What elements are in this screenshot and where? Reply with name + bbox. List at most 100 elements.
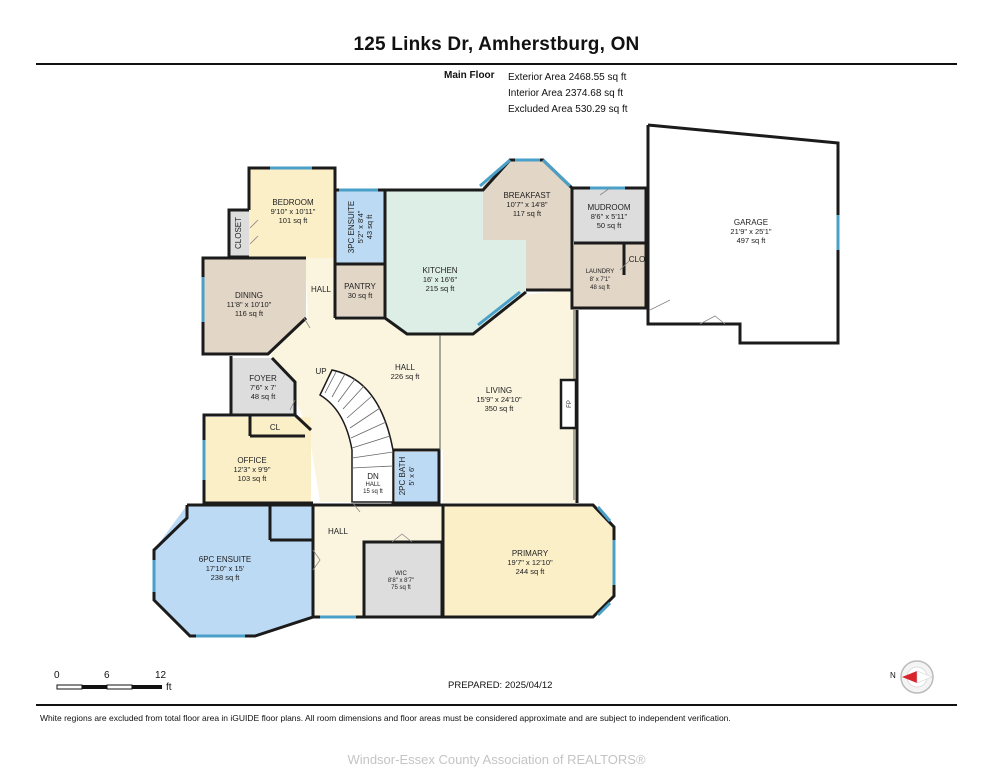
living-name: LIVING — [486, 386, 512, 395]
ensuite3-floor — [336, 190, 384, 264]
interior-area: Interior Area 2374.68 sq ft — [508, 88, 624, 99]
wic-name: WIC — [395, 571, 407, 577]
garage-name: GARAGE — [734, 218, 768, 227]
fireplace-label: FP — [567, 400, 573, 408]
compass-north-label: N — [890, 671, 896, 680]
bedroom-floor — [249, 168, 335, 258]
scale-label-0: 0 — [54, 670, 60, 681]
svg-text:5'2" x 8'4": 5'2" x 8'4" — [356, 210, 365, 243]
garage-walls — [646, 123, 840, 345]
clo-name: CLO — [629, 255, 645, 264]
foyer-floor — [231, 358, 295, 415]
floor-label: Main Floor — [444, 70, 495, 81]
primary-dims: 19'7" x 12'10" — [507, 558, 553, 567]
dining-name: DINING — [235, 291, 263, 300]
dining-walls — [201, 256, 308, 356]
doors — [249, 187, 726, 571]
living-area: 350 sq ft — [485, 404, 515, 413]
watermark: Windsor-Essex County Association of REAL… — [347, 752, 646, 767]
breakfast-name: BREAKFAST — [503, 191, 550, 200]
mudroom-dims: 8'6" x 5'11" — [591, 212, 628, 221]
laundry-floor — [574, 243, 646, 307]
kitchen-dims: 16' x 16'6" — [423, 275, 458, 284]
kitchen-bottom-wall — [384, 290, 527, 336]
bath2-label: 2PC BATH 5' x 6' — [398, 457, 416, 496]
primary-floor — [443, 505, 614, 617]
foyer-dims: 7'6" x 7' — [250, 383, 277, 392]
kitchen-name: KITCHEN — [422, 266, 457, 275]
footer-divider — [36, 704, 957, 706]
garage-area: 497 sq ft — [737, 236, 767, 245]
compass-icon: N — [890, 660, 934, 694]
bedroom-area: 101 sq ft — [279, 216, 309, 225]
ensuite6-floor — [154, 505, 313, 636]
wic-floor — [364, 542, 442, 616]
primary-name: PRIMARY — [512, 549, 549, 558]
mudroom-name: MUDROOM — [587, 203, 630, 212]
stairs-up-label: UP — [315, 367, 326, 376]
laundry-area: 48 sq ft — [590, 285, 610, 291]
breakfast-floor — [483, 160, 572, 290]
ensuite6-area: 238 sq ft — [211, 573, 241, 582]
scale-bar — [56, 684, 162, 690]
staircase — [319, 369, 394, 503]
windows — [152, 158, 840, 638]
living-dims: 15'9" x 24'10" — [476, 395, 522, 404]
pantry-floor — [336, 264, 384, 316]
bedroom-name: BEDROOM — [272, 198, 314, 207]
header-divider — [36, 63, 957, 65]
thin-lines — [439, 310, 578, 500]
bath2-floor — [395, 452, 439, 502]
foyer-area: 48 sq ft — [251, 392, 277, 401]
upper-hall-name: HALL — [311, 285, 332, 294]
page-title: 125 Links Dr, Amherstburg, ON — [353, 34, 640, 55]
office-dims: 12'3" x 9'9" — [234, 465, 271, 474]
svg-text:2PC BATH: 2PC BATH — [398, 457, 407, 496]
office-area: 103 sq ft — [238, 474, 268, 483]
ensuite3-label: 3PC ENSUITE 5'2" x 8'4" 43 sq ft — [347, 201, 374, 253]
office-walls — [202, 413, 313, 505]
exterior-area: Exterior Area 2468.55 sq ft — [508, 72, 627, 83]
svg-text:5' x 6': 5' x 6' — [407, 466, 416, 486]
foyer-name: FOYER — [249, 374, 277, 383]
svg-text:43 sq ft: 43 sq ft — [365, 214, 374, 240]
cl-name: CL — [270, 423, 281, 432]
closet-floor — [229, 210, 249, 256]
garage-dims: 21'9" x 25'1" — [730, 227, 771, 236]
excluded-area: Excluded Area 530.29 sq ft — [508, 104, 628, 115]
svg-text:3PC ENSUITE: 3PC ENSUITE — [347, 201, 356, 253]
scale-label-12: 12 — [155, 670, 167, 681]
mudroom-floor — [572, 188, 646, 242]
main-hall-name: HALL — [395, 363, 416, 372]
closet-name: CLOSET — [234, 217, 243, 249]
dining-area: 116 sq ft — [235, 309, 264, 318]
pantry-area: 30 sq ft — [348, 291, 374, 300]
laundry-dims: 8' x 7'1" — [590, 277, 611, 283]
dining-floor — [203, 258, 306, 354]
scale-label-6: 6 — [104, 670, 110, 681]
dn-hall-name: HALL — [365, 482, 381, 488]
dn-hall-area: 15 sq ft — [363, 489, 383, 495]
laundry-walls — [570, 188, 648, 310]
main-hall-area: 226 sq ft — [391, 372, 421, 381]
stairs-down-label: DN — [367, 472, 379, 481]
laundry-name: LAUNDRY — [586, 269, 615, 275]
breakfast-area: 117 sq ft — [513, 209, 542, 218]
scale-unit: ft — [166, 682, 172, 693]
pantry-name: PANTRY — [344, 282, 376, 291]
dining-dims: 11'8" x 10'10" — [227, 300, 272, 309]
area-summary: Exterior Area 2468.55 sq ft Interior Are… — [508, 70, 628, 118]
fireplace — [559, 378, 578, 430]
footer-note: White regions are excluded from total fl… — [40, 713, 731, 723]
ensuite6-dims: 17'10" x 15' — [206, 564, 245, 573]
lower-hall-name: HALL — [328, 527, 349, 536]
kitchen-area: 215 sq ft — [426, 284, 456, 293]
prepared-date: PREPARED: 2025/04/12 — [448, 680, 553, 691]
room-labels: BEDROOM 9'10" x 10'11" 101 sq ft 3PC ENS… — [199, 191, 772, 591]
mudroom-area: 50 sq ft — [597, 221, 623, 230]
wic-dims: 8'8" x 8'7" — [388, 578, 414, 584]
office-floor — [204, 417, 311, 502]
primary-area: 244 sq ft — [516, 567, 546, 576]
office-name: OFFICE — [237, 456, 266, 465]
